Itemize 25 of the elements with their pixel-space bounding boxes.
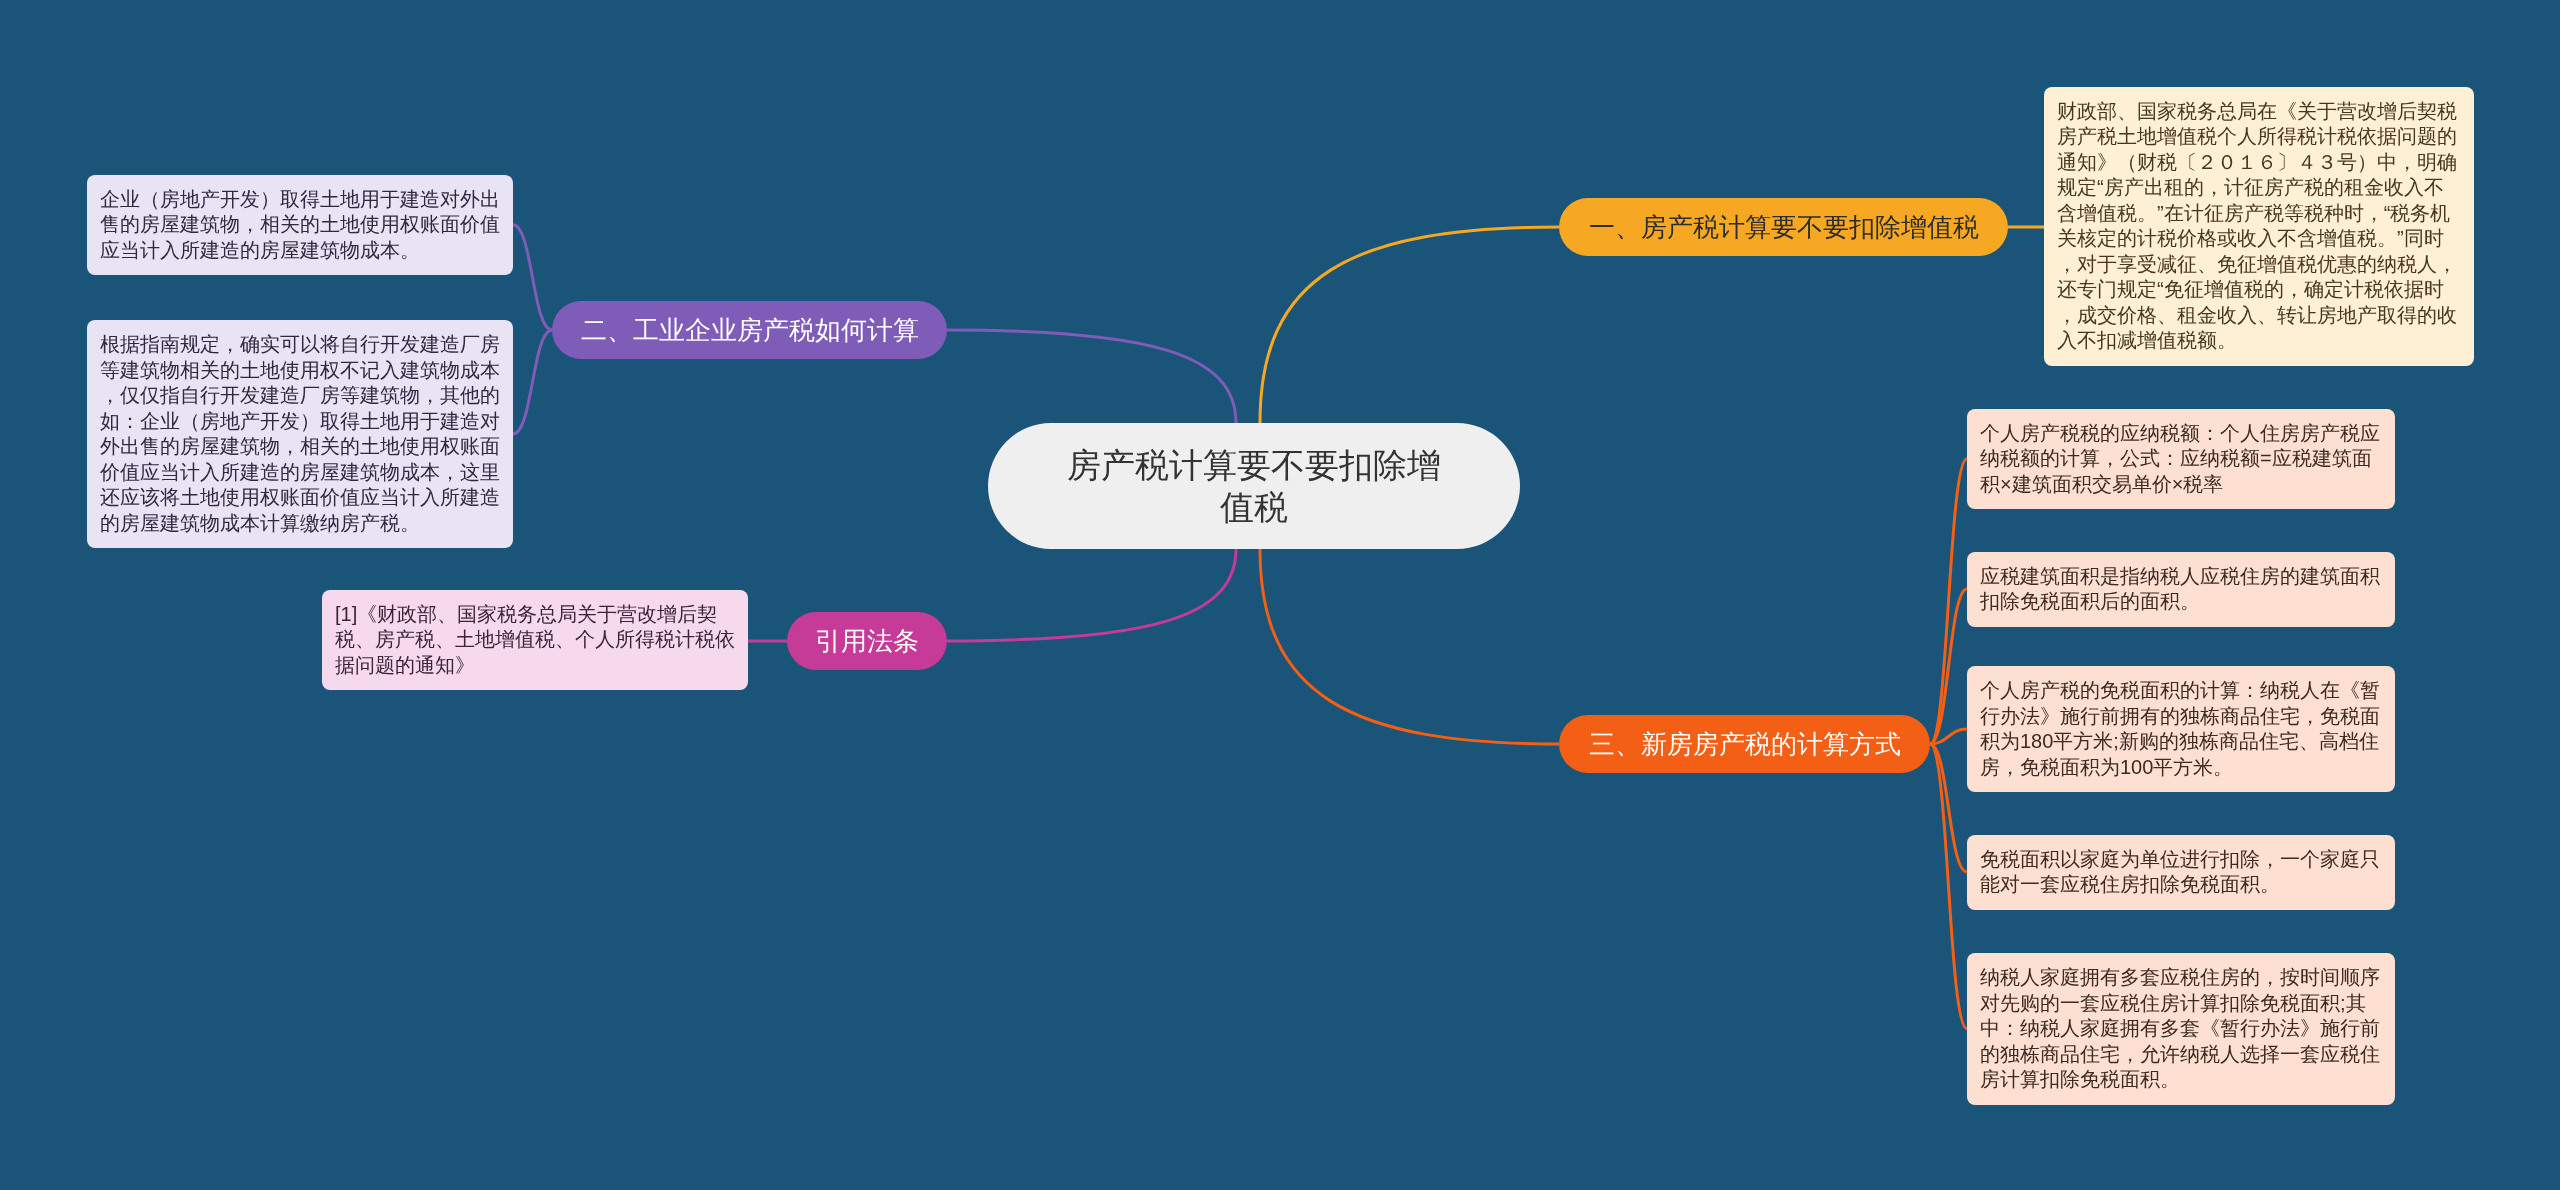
- note-box: 根据指南规定，确实可以将自行开发建造厂房等建筑物相关的土地使用权不记入建筑物成本，仅仅指自行开发建造厂房等建筑物，其他的如：企业（房地产开发）取得土地用于建造对外出售的房屋建筑物，相关的土地使用权账面价值应当计入所建造的房屋建筑物成本，这里还应该将土地使用权账面价值应当计入所建造的房屋建筑物成本计算缴纳房产税。: [87, 320, 513, 548]
- note-box: 应税建筑面积是指纳税人应税住房的建筑面积扣除免税面积后的面积。: [1967, 551, 2395, 627]
- connector-line: [1928, 457, 1969, 745]
- connector-line: [512, 223, 553, 332]
- connector-line: [2008, 225, 2044, 229]
- note-box: 免税面积以家庭为单位进行扣除，一个家庭只能对一套应税住房扣除免税面积。: [1967, 834, 2395, 910]
- note-box: 个人房产税税的应纳税额：个人住房房产税应纳税额的计算，公式：应纳税额=应税建筑面积×建筑面积交易单价×税率: [1967, 408, 2395, 509]
- branch-topic-pill: 一、房产税计算要不要扣除增值税: [1559, 198, 2008, 256]
- note-box: 财政部、国家税务总局在《关于营改增后契税房产税土地增值税个人所得税计税依据问题的通知》（财税〔２０１６〕４３号）中，明确规定“房产出租的，计征房产税的租金收入不含增值税。”在计征房产税等税种时，“税务机关核定的计税价格或收入不含增值税。”同时，对于享受减征、免征增值税优惠的纳税人，还专门规定“免征增值税的，确定计税依据时，成交价格、租金收入、转让房地产取得的收入不扣减增值税额。: [2044, 86, 2474, 366]
- branch-topic-pill: 三、新房房产税的计算方式: [1559, 715, 1930, 773]
- connector-line: [1258, 225, 1560, 424]
- connector-line: [947, 328, 1238, 424]
- connector-line: [947, 548, 1238, 643]
- central-topic-pill: 房产税计算要不要扣除增值税: [988, 423, 1520, 549]
- branch-topic-pill: 二、工业企业房产税如何计算: [552, 301, 947, 359]
- connector-line: [1258, 548, 1560, 746]
- note-box: [1]《财政部、国家税务总局关于营改增后契税、房产税、土地增值税、个人所得税计税依据问题的通知》: [322, 589, 748, 690]
- connector-line: [748, 639, 787, 643]
- branch-topic-pill: 引用法条: [787, 612, 947, 670]
- connector-line: [512, 328, 553, 436]
- note-box: 企业（房地产开发）取得土地用于建造对外出售的房屋建筑物，相关的土地使用权账面价值应当计入所建造的房屋建筑物成本。: [87, 174, 513, 275]
- connector-line: [1928, 743, 1969, 1030]
- note-box: 个人房产税的免税面积的计算：纳税人在《暂行办法》施行前拥有的独栋商品住宅，免税面积为180平方米;新购的独栋商品住宅、高档住房，免税面积为100平方米。: [1967, 666, 2395, 792]
- connector-line: [1929, 742, 1968, 874]
- note-box: 纳税人家庭拥有多套应税住房的，按时间顺序对先购的一套应税住房计算扣除免税面积;其中：纳税人家庭拥有多套《暂行办法》施行前的独栋商品住宅，允许纳税人选择一套应税住房计算扣除免税面积。: [1967, 953, 2395, 1105]
